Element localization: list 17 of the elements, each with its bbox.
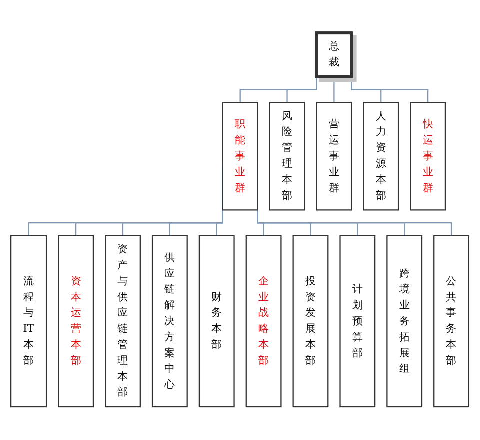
node-box: 人力资源本部 (363, 102, 400, 211)
node-box: 资产与供应链管理本部 (105, 235, 141, 408)
connector (334, 76, 335, 104)
node-box: 职能事业群 (222, 102, 258, 211)
node-box: 公共事务本部 (434, 235, 470, 408)
node-box: 风险管理本部 (269, 102, 306, 211)
node-box: 计划预算部 (340, 235, 376, 408)
node-box: 供应链解决方案中心 (152, 235, 188, 408)
node-box: 企业战略本部 (246, 235, 282, 408)
node-box: 资本运营本部 (58, 235, 94, 408)
node-box: 投资发展本部 (292, 235, 329, 408)
node-box: 跨境业务拓展组 (386, 235, 423, 408)
node-box: 流程与IT本部 (10, 235, 48, 408)
node-box: 财务本部 (198, 235, 235, 408)
node-box: 营运事业群 (316, 102, 352, 211)
node-box: 总裁 (315, 32, 354, 78)
node-box: 快运事业群 (410, 102, 446, 211)
